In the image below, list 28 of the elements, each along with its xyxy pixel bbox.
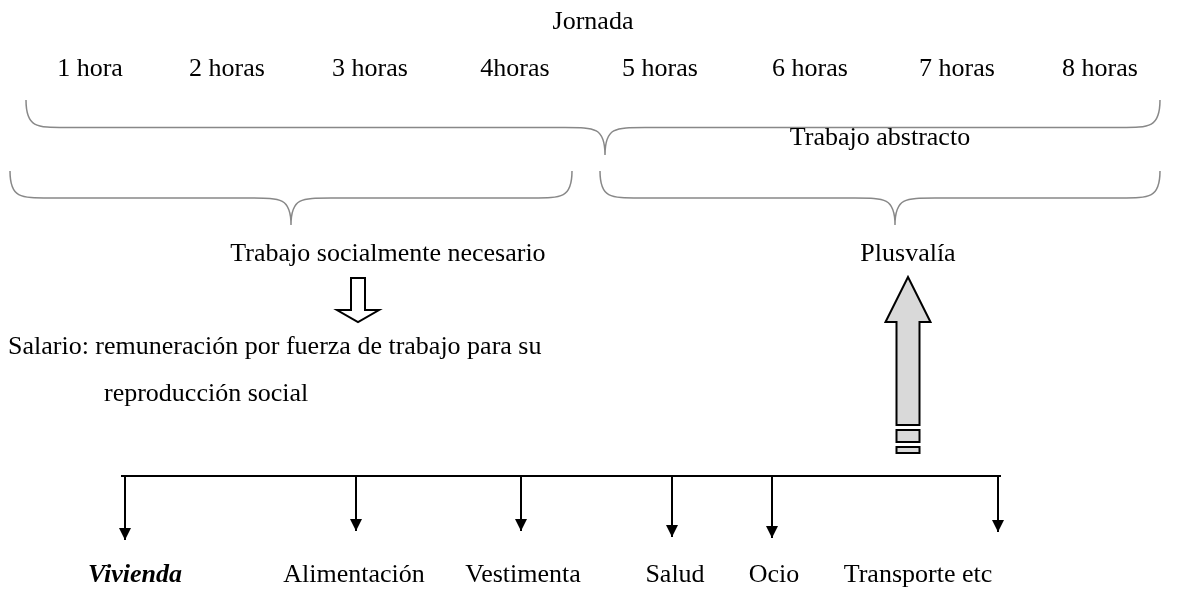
hour-label: 2 horas bbox=[189, 52, 265, 84]
category-label: Alimentación bbox=[269, 531, 439, 589]
bus-line bbox=[120, 475, 1002, 477]
hour-label: 6 horas bbox=[772, 52, 848, 84]
hour-label: 8 horas bbox=[1062, 52, 1138, 84]
category-label: Transporte etc bbox=[818, 532, 1018, 589]
concept-label: Plusvalía bbox=[838, 237, 978, 277]
category-label: Vivienda bbox=[60, 540, 210, 589]
category-label: Salud bbox=[635, 537, 715, 589]
arrow bbox=[119, 475, 131, 541]
arrow bbox=[666, 475, 678, 538]
diagram-title: Jornada bbox=[552, 5, 634, 37]
concept-label: Trabajo socialmente necesario bbox=[208, 237, 568, 278]
arrow bbox=[350, 475, 362, 532]
brace-label: Trabajo abstracto bbox=[789, 121, 971, 153]
hour-label: 1 hora bbox=[57, 52, 123, 84]
block-arrow bbox=[883, 274, 933, 454]
hour-label: 4horas bbox=[480, 52, 550, 84]
category-label: Ocio bbox=[739, 538, 809, 589]
arrow bbox=[515, 475, 527, 532]
hour-label: 7 horas bbox=[919, 52, 995, 84]
hour-label: 5 horas bbox=[622, 52, 698, 84]
category-label: Vestimenta bbox=[448, 531, 598, 589]
description-text: Salario: remuneración por fuerza de trabajo para su reproducción social bbox=[8, 322, 556, 416]
arrow bbox=[766, 475, 778, 539]
arrow bbox=[992, 475, 1004, 533]
block-arrow bbox=[333, 277, 383, 324]
hour-label: 3 horas bbox=[332, 52, 408, 84]
